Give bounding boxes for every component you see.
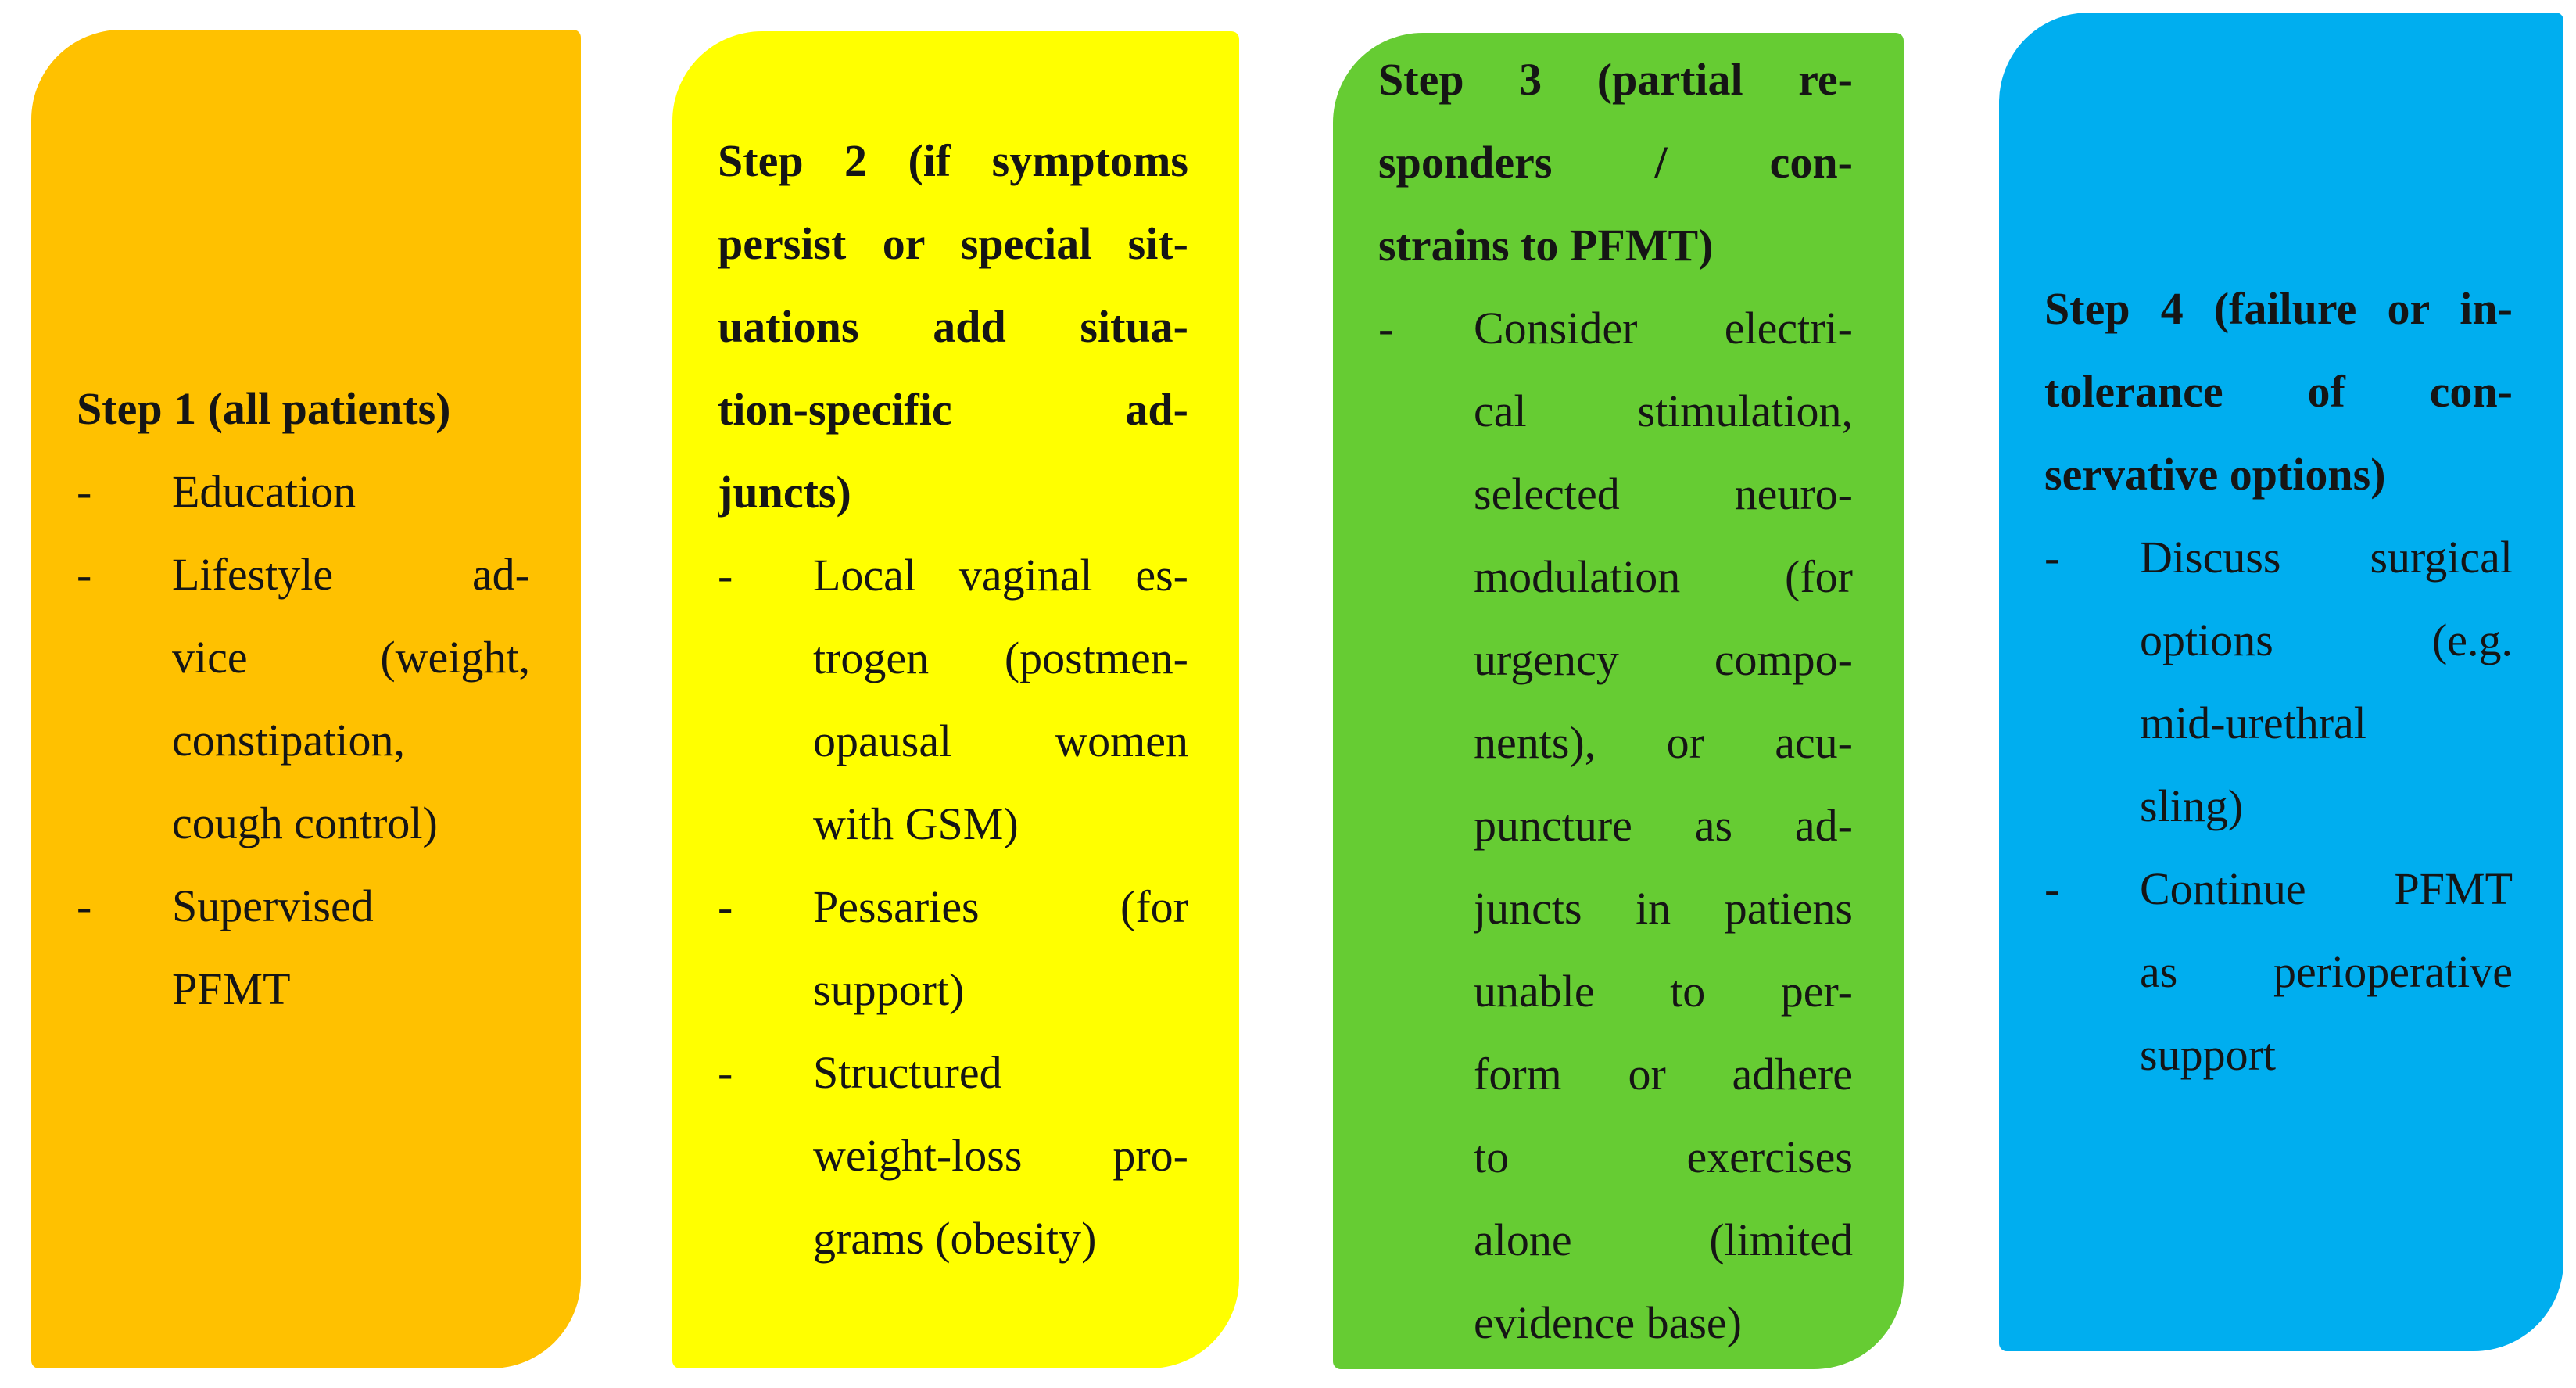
card-content: Step 4 (failure or in-tolerance of con-s… [2044, 267, 2513, 1096]
item-text-line: weight-loss pro- [813, 1130, 1188, 1181]
item-text-line: cough control) [172, 798, 438, 848]
card-content: Step 2 (if symptoms persist or special si… [718, 120, 1188, 1280]
item-text-line: puncture as ad- [1474, 799, 1853, 851]
item-text-line: Education [172, 466, 356, 517]
item-text-line: nents), or acu- [1474, 716, 1853, 768]
item-text-line: modulation (for [1474, 551, 1853, 602]
bullet-dash: - [718, 1047, 733, 1098]
item-text-line: alone (limited [1474, 1214, 1853, 1265]
item-text-line: Supervised [172, 881, 374, 931]
item-text-line: support) [813, 964, 965, 1015]
item-text-line: Discuss surgical [2140, 532, 2513, 583]
bullet-item-text: Continue PFMT as perioperative support [2140, 848, 2513, 1096]
item-text-line: vice (weight, [172, 632, 530, 683]
bullet-item: - Continue PFMT as perioperative support [2044, 848, 2513, 1096]
card-title-line: juncts) [718, 467, 851, 518]
bullet-item: - Pessaries (for support) [718, 866, 1188, 1031]
card-step-3: Step 3 (partial re-sponders / con-strain… [1333, 33, 1904, 1369]
item-text-line: support [2140, 1029, 2276, 1080]
bullet-dash: - [77, 466, 92, 517]
bullet-item-text: Local vaginal es-trogen (postmen-opausal… [813, 534, 1188, 866]
bullet-dash: - [77, 549, 92, 600]
item-text-line: grams (obesity) [813, 1213, 1097, 1264]
item-text-line: options (e.g. [2140, 615, 2513, 665]
bullet-item-text: Pessaries (for support) [813, 866, 1188, 1031]
card-step-1: Step 1 (all patients) - Education - Lifestyl… [31, 30, 581, 1368]
bullet-item: - Discuss surgical options (e.g. mid-urethr… [2044, 516, 2513, 848]
card-step-2: Step 2 (if symptoms persist or special si… [672, 31, 1239, 1368]
bullet-dash: - [718, 550, 733, 601]
card-title-line: servative options) [2044, 449, 2386, 500]
item-text-line: Pessaries (for [813, 881, 1188, 932]
card-title-line: persist or special sit- [718, 218, 1188, 269]
item-text-line: selected neuro- [1474, 468, 1853, 519]
item-text-line: evidence base) [1474, 1297, 1742, 1348]
card-title-line: Step 2 (if symptoms [718, 135, 1188, 186]
card-title-line: strains to PFMT) [1378, 219, 1714, 271]
item-text-line: constipation, [172, 715, 406, 766]
item-text-line: with GSM) [813, 798, 1019, 849]
item-text-line: sling) [2140, 780, 2244, 831]
item-text-line: form or adhere [1474, 1048, 1853, 1099]
bullet-dash: - [1378, 302, 1394, 353]
bullet-item: - Structured weight-loss pro-grams (obesit… [718, 1031, 1188, 1280]
item-text-line: to exercises [1474, 1131, 1853, 1182]
item-text-line: as perioperative [2140, 946, 2513, 997]
card-title-line: tion-specific ad- [718, 384, 1188, 435]
bullet-item: - Education [77, 450, 530, 533]
item-text-line: trogen (postmen- [813, 633, 1188, 683]
item-text-line: cal stimulation, [1474, 385, 1853, 436]
item-text-line: Consider electri- [1474, 302, 1853, 353]
bullet-item-text: Consider electri-cal stimulation, selecte… [1474, 287, 1853, 1365]
item-text-line: Continue PFMT [2140, 863, 2513, 914]
bullet-item-text: Lifestyle ad-vice (weight, constipation, c… [172, 533, 530, 865]
bullet-dash: - [2044, 532, 2060, 583]
card-title-line: Step 4 (failure or in- [2044, 283, 2513, 334]
bullet-item: - Consider electri-cal stimulation, select… [1378, 287, 1853, 1365]
item-text-line: unable to per- [1474, 965, 1853, 1017]
bullet-item: - Local vaginal es-trogen (postmen-opausa… [718, 534, 1188, 866]
card-title-line: Step 1 (all patients) [77, 383, 451, 434]
card-step-4: Step 4 (failure or in-tolerance of con-s… [1999, 13, 2563, 1351]
bullet-item: - Lifestyle ad-vice (weight, constipation,… [77, 533, 530, 865]
item-text-line: opausal women [813, 716, 1188, 766]
card-title-line: Step 3 (partial re- [1378, 53, 1853, 105]
card-title-line: sponders / con- [1378, 136, 1853, 188]
bullet-dash: - [2044, 863, 2060, 914]
bullet-dash: - [77, 881, 92, 931]
item-text-line: Local vaginal es- [813, 550, 1188, 601]
bullet-dash: - [718, 881, 733, 932]
card-content: Step 1 (all patients) - Education - Lifestyl… [77, 368, 530, 1031]
item-text-line: PFMT [172, 963, 291, 1014]
item-text-line: juncts in patiens [1474, 882, 1853, 934]
bullet-item-text: Discuss surgical options (e.g. mid-urethra… [2140, 516, 2513, 848]
item-text-line: Structured [813, 1047, 1002, 1098]
item-text-line: urgency compo- [1474, 633, 1853, 685]
item-text-line: mid-urethral [2140, 698, 2366, 748]
card-content: Step 3 (partial re-sponders / con-strain… [1378, 38, 1853, 1365]
item-text-line: Lifestyle ad- [172, 549, 530, 600]
card-title-line: tolerance of con- [2044, 366, 2513, 417]
bullet-item-text: Education [172, 450, 530, 533]
bullet-item-text: Structured weight-loss pro-grams (obesity… [813, 1031, 1188, 1280]
card-title-line: uations add situa- [718, 301, 1188, 352]
